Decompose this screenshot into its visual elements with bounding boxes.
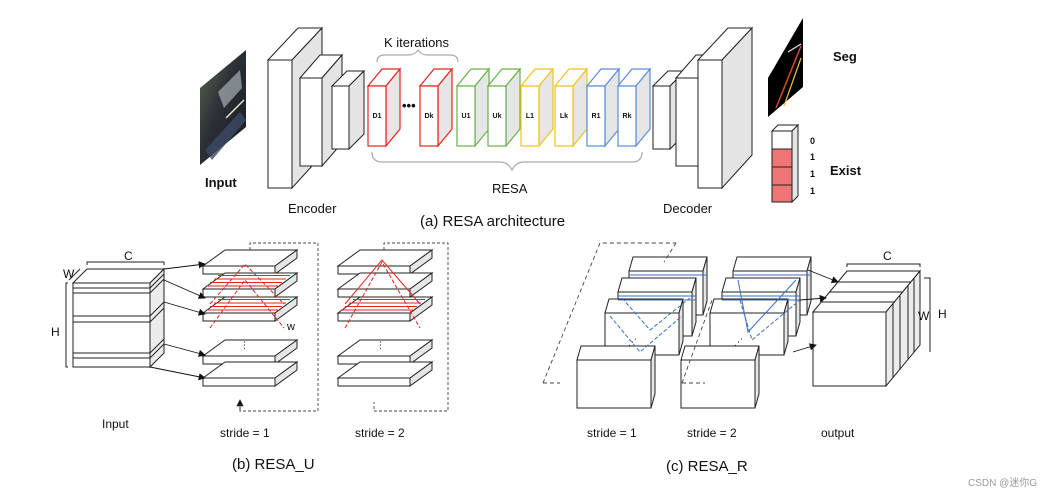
slice-to-output-arrows [792,269,839,353]
panel-c: ⋰⋰ C W H [542,242,947,475]
dim-w-label: W [63,267,75,281]
resa-block-label: Dk [425,113,434,120]
diagonal-ellipsis: ⋰ [628,337,637,347]
resa-block-u1: U1 [455,67,491,148]
feature-slice [336,339,434,365]
output-label: output [821,426,855,440]
vertical-ellipsis: ⋮ [376,340,385,350]
feature-slice [336,296,434,322]
panel-c-caption: (c) RESA_R [666,458,748,475]
feature-slice [336,361,434,387]
resa-block-dk: Dk [418,67,454,148]
resa-block-label: L1 [526,113,534,120]
highlighted-rows [206,263,290,329]
resa-block-r1: R1 [585,67,621,148]
panel-b: C W H Input ⋮ stride = 1 w ⋮ stride = 2 … [51,242,449,473]
dim-w-label-c: W [918,309,930,323]
dim-h-label: H [51,325,60,339]
exist-value: 1 [810,152,815,162]
panel-a-caption: (a) RESA architecture [420,213,565,230]
resa-block-label: Rk [623,113,632,120]
diagonal-ellipsis: ⋰ [734,337,743,347]
feature-slice [201,272,299,298]
resa-block-rk: Rk [616,67,652,148]
vertical-ellipsis: ⋮ [240,340,249,350]
output-tensor [811,263,931,388]
input-tensor [65,261,166,369]
stride1-label-b: stride = 1 [220,426,270,440]
input-label: Input [205,175,237,190]
resa-brace [371,151,643,172]
decoder-blocks [651,26,754,190]
resa-r-slices: ⋰⋰ [576,256,812,409]
stride2-label-c: stride = 2 [687,426,737,440]
stride1-label-c: stride = 1 [587,426,637,440]
highlighted-columns [722,274,811,341]
exist-value: 1 [810,169,815,179]
seg-label: Seg [833,49,857,64]
feature-slice [201,249,299,275]
resa-block-label: U1 [462,113,471,120]
resa-block-label: D1 [373,113,382,120]
input-to-slice-arrows [149,261,206,381]
exist-vector [770,123,800,204]
feature-slice [576,345,656,409]
stride1-slices: ⋮ [201,249,299,411]
stride2-slices: ⋮ [336,249,434,387]
highlighted-columns [609,274,707,353]
stride-loop-frames [542,242,713,384]
exist-value: 1 [810,186,815,196]
stride1-loop [239,242,319,412]
input-label-b: Input [102,417,129,431]
resa-blocks: D1 Dk U1 Uk L1 Lk R1 Rk [366,67,652,148]
resa-block-label: Lk [560,113,568,120]
stride2-loop [373,242,449,412]
feature-slice [336,249,434,275]
resa-block-label: R1 [592,113,601,120]
feature-slice [201,296,299,322]
resa-block-uk: Uk [486,67,522,148]
feature-slice [201,339,299,365]
decoder-label: Decoder [663,201,713,216]
k-iterations-brace [376,48,459,63]
resa-block-label: Uk [493,113,502,120]
input-image [200,50,246,165]
resa-block-l1: L1 [519,67,555,148]
encoder-label: Encoder [288,201,337,216]
seg-output-image [768,18,803,117]
resa-block-lk: Lk [553,67,589,148]
dim-w-small-label: w [286,321,295,333]
k-iterations-label: K iterations [384,35,450,50]
highlighted-rows [341,259,425,329]
feature-slice [201,361,299,387]
exist-label: Exist [830,163,862,178]
panel-b-caption: (b) RESA_U [232,456,315,473]
exist-value: 0 [810,136,815,146]
stride2-label-b: stride = 2 [355,426,405,440]
encoder-blocks [266,26,366,190]
dim-c-label: C [124,249,133,263]
feature-slice [336,272,434,298]
dim-c-label-c: C [883,249,892,263]
feature-slice [680,345,760,409]
resa-label: RESA [492,181,528,196]
dim-h-label-c: H [938,307,947,321]
ellipsis-dots: ••• [402,98,416,113]
resa-block-d1: D1 [366,67,402,148]
watermark: CSDN @迷你G [968,476,1037,489]
